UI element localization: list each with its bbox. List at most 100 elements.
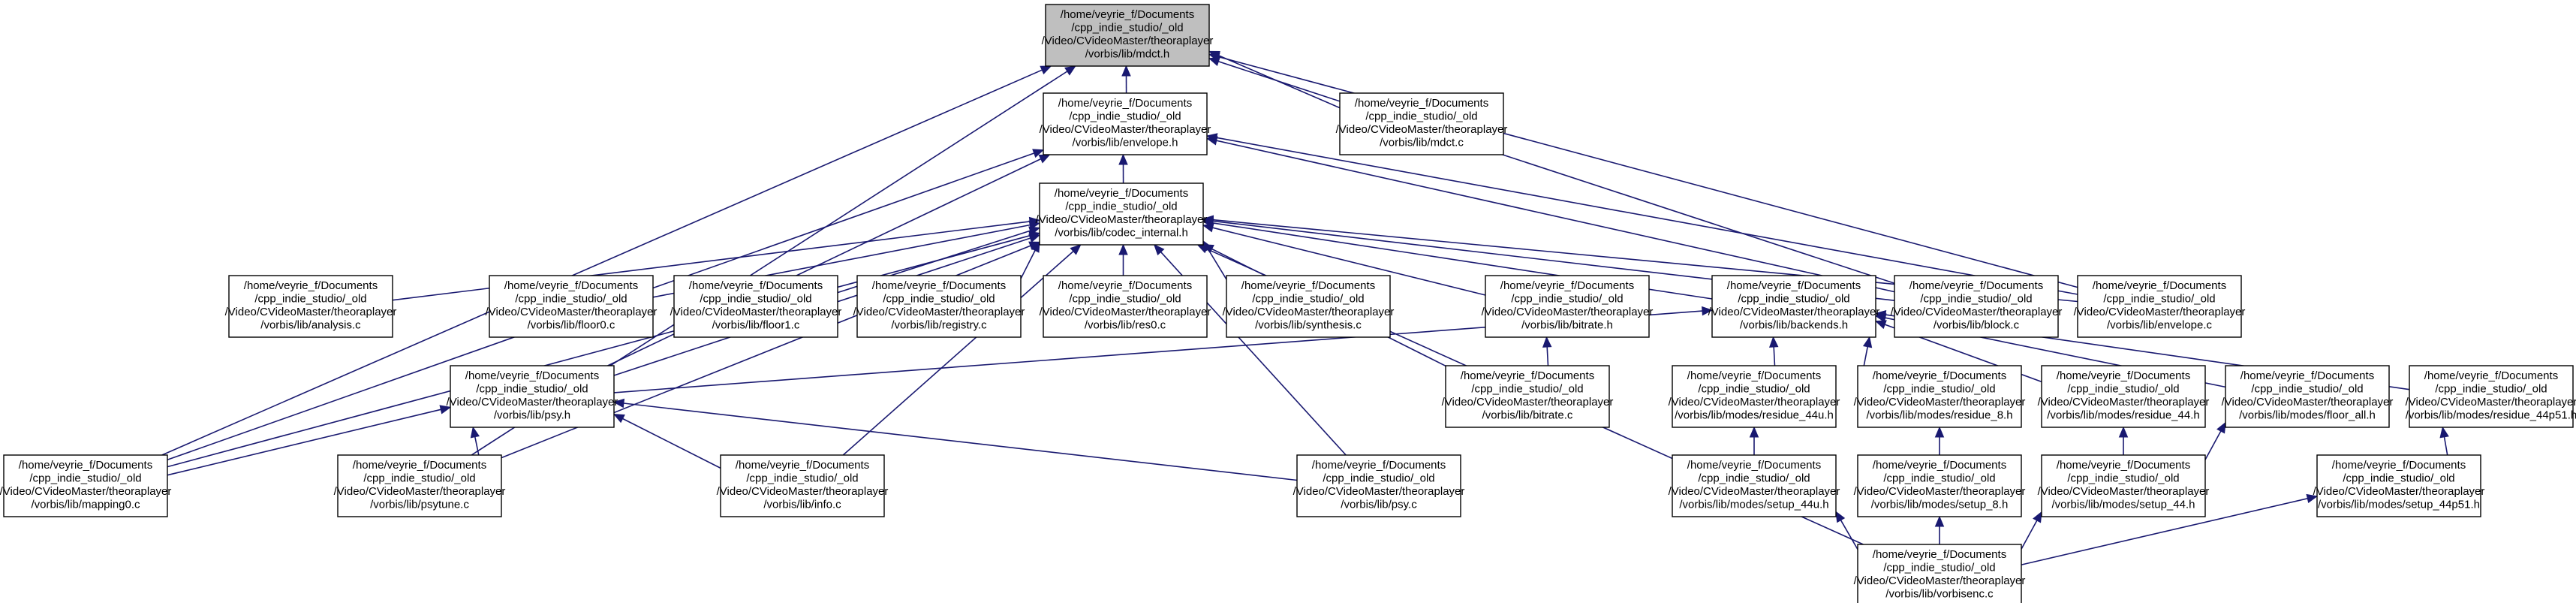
file-node-label-line: /vorbis/lib/modes/residue_8.h (1866, 409, 2012, 422)
file-node-box (450, 365, 615, 428)
edge-setup_44p51_h-to-residue_44p51_h (2439, 426, 2449, 456)
edge-vorbisenc_c-to-setup_44u_h (1835, 511, 1858, 550)
file-node-label-line: /cpp_indie_studio/_old (1511, 293, 1623, 306)
file-node-label-line: /vorbis/lib/res0.c (1085, 319, 1166, 332)
file-node-label-line: /home/veyrie_f/Documents (2424, 369, 2558, 382)
file-node-psy-h[interactable]: /home/veyrie_f/Documents/cpp_indie_studi… (447, 365, 618, 428)
file-node-label-line: /home/veyrie_f/Documents (1873, 459, 2006, 472)
file-node-label-line: /vorbis/lib/modes/floor_all.h (2239, 409, 2376, 422)
file-node-label-line: /cpp_indie_studio/_old (1698, 383, 1810, 396)
file-node-label-line: /Video/CVideoMaster/theoraplayer (2074, 306, 2246, 318)
file-node-floor-all-h[interactable]: /home/veyrie_f/Documents/cpp_indie_studi… (2222, 365, 2394, 428)
file-node-setup-8-h[interactable]: /home/veyrie_f/Documents/cpp_indie_studi… (1854, 454, 2026, 517)
file-node-label-line: /cpp_indie_studio/_old (1920, 293, 2032, 306)
edge-line (2021, 520, 2038, 550)
file-node-label-line: /Video/CVideoMaster/theoraplayer (853, 306, 1025, 318)
file-node-label-line: /Video/CVideoMaster/theoraplayer (1854, 396, 2026, 409)
file-node-residue-8-h[interactable]: /home/veyrie_f/Documents/cpp_indie_studi… (1854, 365, 2026, 428)
file-node-label-line: /cpp_indie_studio/_old (2103, 293, 2215, 306)
edge-block_c-to-envelope_h (1205, 136, 1895, 293)
nodes-layer: /home/veyrie_f/Documents/cpp_indie_studi… (0, 4, 2576, 603)
file-node-label-line: /vorbis/lib/mapping0.c (31, 499, 140, 511)
file-node-label-line: /vorbis/lib/modes/setup_44u.h (1679, 499, 1828, 511)
file-node-label-line: /vorbis/lib/envelope.c (2107, 319, 2213, 332)
file-node-floor0-c[interactable]: /home/veyrie_f/Documents/cpp_indie_studi… (486, 275, 658, 338)
edge-envelope_c-to-mdct_h (1208, 52, 2078, 288)
file-node-bitrate-h[interactable]: /home/veyrie_f/Documents/cpp_indie_studi… (1482, 275, 1654, 338)
file-node-label-line: /vorbis/lib/psytune.c (370, 499, 469, 511)
file-node-vorbisenc-c[interactable]: /home/veyrie_f/Documents/cpp_indie_studi… (1854, 544, 2026, 603)
edge-arrowhead (1934, 426, 1945, 438)
edge-line (2204, 430, 2222, 460)
file-node-box (1894, 275, 2059, 338)
file-node-floor1-c[interactable]: /home/veyrie_f/Documents/cpp_indie_studi… (670, 275, 842, 338)
edge-arrowhead (1749, 426, 1759, 438)
file-node-envelope-c[interactable]: /home/veyrie_f/Documents/cpp_indie_studi… (2074, 275, 2246, 338)
file-node-box (856, 275, 1022, 338)
file-node-registry-c[interactable]: /home/veyrie_f/Documents/cpp_indie_studi… (853, 275, 1025, 338)
file-node-label-line: /Video/CVideoMaster/theoraplayer (486, 306, 658, 318)
file-node-setup-44u-h[interactable]: /home/veyrie_f/Documents/cpp_indie_studi… (1669, 454, 1840, 517)
edge-residue_44u_h-to-backends_h (1768, 336, 1779, 366)
file-node-label-line: /vorbis/lib/vorbisenc.c (1885, 588, 1994, 601)
edge-block_c-to-mdct_h (1208, 57, 1895, 284)
edge-line (161, 69, 1043, 456)
file-node-block-c[interactable]: /home/veyrie_f/Documents/cpp_indie_studi… (1891, 275, 2063, 338)
edge-arrowhead (1874, 310, 1887, 320)
edge-setup_44u_h-to-residue_44u_h (1749, 426, 1759, 455)
file-node-label-line: /cpp_indie_studio/_old (883, 293, 995, 306)
file-node-box (1296, 454, 1461, 517)
edge-arrowhead (1028, 241, 1041, 251)
file-node-label-line: /Video/CVideoMaster/theoraplayer (2222, 396, 2394, 409)
file-node-label-line: /home/veyrie_f/Documents (504, 279, 638, 292)
file-node-label-line: /vorbis/lib/psy.c (1341, 499, 1417, 511)
file-node-analysis-c[interactable]: /home/veyrie_f/Documents/cpp_indie_studi… (225, 275, 397, 338)
edge-arrowhead (1205, 133, 1218, 143)
file-node-label-line: /vorbis/lib/floor0.c (528, 319, 615, 332)
file-node-bitrate-c[interactable]: /home/veyrie_f/Documents/cpp_indie_studi… (1442, 365, 1614, 428)
file-node-envelope-h[interactable]: /home/veyrie_f/Documents/cpp_indie_studi… (1040, 92, 1211, 155)
file-node-label-line: /home/veyrie_f/Documents (1312, 459, 1446, 472)
file-node-box (337, 454, 502, 517)
file-node-label-line: /vorbis/lib/synthesis.c (1255, 319, 1362, 332)
file-node-psytune-c[interactable]: /home/veyrie_f/Documents/cpp_indie_studi… (334, 454, 506, 517)
file-node-box (1857, 454, 2022, 517)
file-node-box (720, 454, 885, 517)
edge-mapping0_c-to-psy_h (167, 405, 452, 476)
file-node-label-line: /vorbis/lib/info.c (763, 499, 841, 511)
file-node-label-line: /Video/CVideoMaster/theoraplayer (2313, 485, 2485, 498)
file-node-label-line: /home/veyrie_f/Documents (736, 459, 869, 472)
file-node-residue-44-h[interactable]: /home/veyrie_f/Documents/cpp_indie_studi… (2038, 365, 2210, 428)
file-node-res0-c[interactable]: /home/veyrie_f/Documents/cpp_indie_studi… (1040, 275, 1211, 338)
edge-arrowhead (1032, 149, 1045, 158)
edge-arrowhead (2033, 511, 2042, 523)
edge-residue_8_h-to-backends_h (1862, 336, 1873, 366)
file-node-label-line: /cpp_indie_studio/_old (1883, 562, 1995, 574)
file-node-box (1445, 365, 1610, 428)
file-node-mapping0-c[interactable]: /home/veyrie_f/Documents/cpp_indie_studi… (0, 454, 171, 517)
file-node-box (2409, 365, 2574, 428)
edge-res0_c-to-codec_internal_h (1118, 243, 1128, 276)
file-node-residue-44u-h[interactable]: /home/veyrie_f/Documents/cpp_indie_studi… (1669, 365, 1840, 428)
file-node-label-line: /cpp_indie_studio/_old (2067, 472, 2179, 485)
file-node-backends-h[interactable]: /home/veyrie_f/Documents/cpp_indie_studi… (1708, 275, 1880, 338)
file-node-mdct-c[interactable]: /home/veyrie_f/Documents/cpp_indie_studi… (1336, 92, 1508, 155)
file-node-box (1672, 365, 1837, 428)
file-node-label-line: /Video/CVideoMaster/theoraplayer (334, 485, 506, 498)
file-node-label-line: /home/veyrie_f/Documents (2057, 459, 2190, 472)
file-node-codec-internal-h[interactable]: /home/veyrie_f/Documents/cpp_indie_studi… (1036, 182, 1208, 246)
file-node-label-line: /cpp_indie_studio/_old (29, 472, 141, 485)
file-node-setup-44-h[interactable]: /home/veyrie_f/Documents/cpp_indie_studi… (2038, 454, 2210, 517)
file-node-psy-c[interactable]: /home/veyrie_f/Documents/cpp_indie_studi… (1293, 454, 1465, 517)
file-node-synthesis-c[interactable]: /home/veyrie_f/Documents/cpp_indie_studi… (1223, 275, 1395, 338)
file-node-info-c[interactable]: /home/veyrie_f/Documents/cpp_indie_studi… (717, 454, 889, 517)
file-node-setup-44p51-h[interactable]: /home/veyrie_f/Documents/cpp_indie_studi… (2313, 454, 2485, 517)
file-node-mdct-h[interactable]: /home/veyrie_f/Documents/cpp_indie_studi… (1042, 4, 1214, 67)
file-node-label-line: /Video/CVideoMaster/theoraplayer (2038, 485, 2210, 498)
file-node-residue-44p51-h[interactable]: /home/veyrie_f/Documents/cpp_indie_studi… (2406, 365, 2576, 428)
edge-line (2443, 436, 2448, 456)
file-node-label-line: /cpp_indie_studio/_old (2435, 383, 2547, 396)
file-node-label-line: /vorbis/lib/modes/residue_44p51.h (2406, 409, 2576, 422)
edge-bitrate_c-to-bitrate_h (1542, 336, 1552, 366)
